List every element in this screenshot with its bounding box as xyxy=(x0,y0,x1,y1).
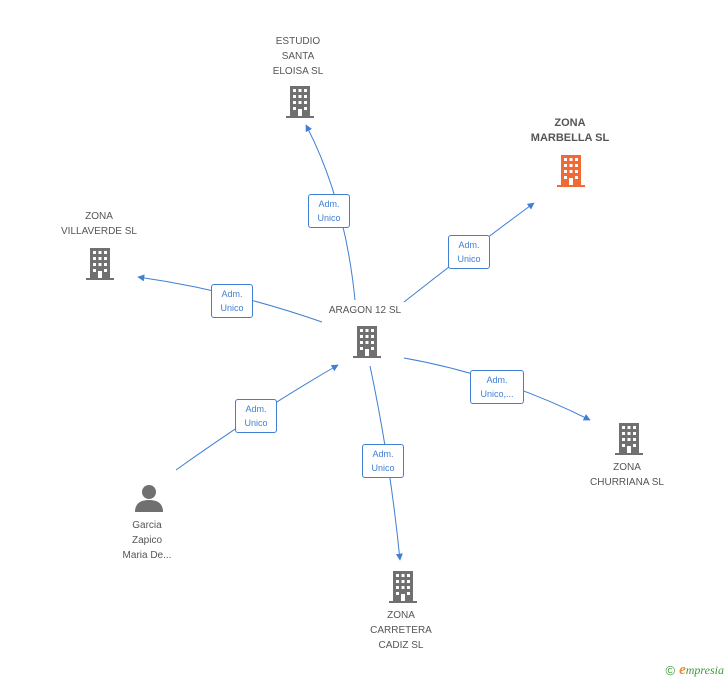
building-icon-churriana[interactable] xyxy=(615,423,643,455)
brand-initial: e xyxy=(679,662,686,678)
footer-brand: © empresia xyxy=(666,662,725,679)
edge-badge-from-person[interactable]: Adm. Unico xyxy=(235,399,277,433)
copyright-icon: © xyxy=(665,663,676,678)
brand-name: mpresia xyxy=(685,663,724,677)
building-icon-marbella[interactable] xyxy=(557,155,585,187)
node-label-marbella[interactable]: ZONA MARBELLA SL xyxy=(530,117,610,144)
building-icon-carretera[interactable] xyxy=(389,571,417,603)
building-icon-center[interactable] xyxy=(353,326,381,358)
node-label-churriana[interactable]: ZONA CHURRIANA SL xyxy=(590,462,664,488)
edge-badge-to-villaverde[interactable]: Adm. Unico xyxy=(211,284,253,318)
building-icon-estudio[interactable] xyxy=(286,84,314,118)
person-icon[interactable] xyxy=(135,485,163,512)
brand-logo: empresia xyxy=(679,662,724,679)
node-label-carretera[interactable]: ZONA CARRETERA CADIZ SL xyxy=(370,610,432,651)
edge-badge-to-churriana[interactable]: Adm. Unico,... xyxy=(470,370,524,404)
node-label-person[interactable]: Garcia Zapico Maria De... xyxy=(122,520,172,561)
node-label-center[interactable]: ARAGON 12 SL xyxy=(328,305,402,316)
edge-badge-to-carretera[interactable]: Adm. Unico xyxy=(362,444,404,478)
edge-badge-to-estudio[interactable]: Adm. Unico xyxy=(308,194,350,228)
node-label-villaverde[interactable]: ZONA VILLAVERDE SL xyxy=(61,211,137,237)
edge-badge-to-marbella[interactable]: Adm. Unico xyxy=(448,235,490,269)
building-icon-villaverde[interactable] xyxy=(86,248,114,280)
node-label-estudio[interactable]: ESTUDIO SANTA ELOISA SL xyxy=(272,36,324,77)
